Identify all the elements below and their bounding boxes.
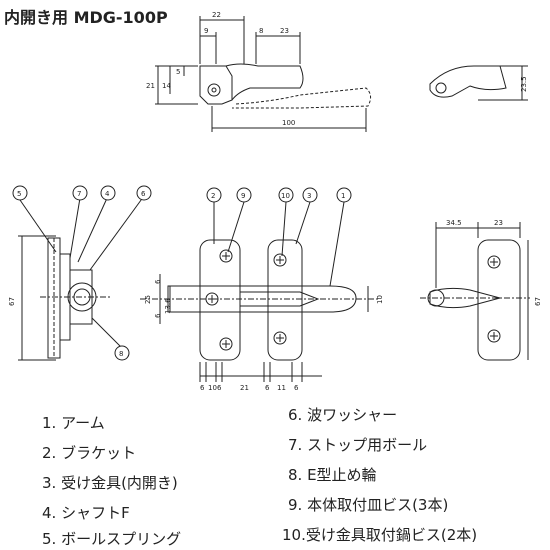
parts-list: 1. アーム 2. ブラケット 3. 受け金具(内開き) 4. シャフトF 5.… xyxy=(0,400,550,550)
main-front-view: 6 25 6 13.6 10 6 10 6 21 6 11 6 2 9 10 xyxy=(140,187,384,392)
technical-drawing: 22 9 8 23 5 14 21 100 23.5 67 xyxy=(8,11,542,392)
right-front-view: 34.5 23 67 xyxy=(420,219,542,361)
callout-10: 10 xyxy=(281,192,290,200)
top-side-view: 22 9 8 23 5 14 21 100 xyxy=(146,11,372,132)
part-10: 10.受け金具取付鍋ビス(2本) xyxy=(282,526,478,544)
dim-bottom-1: 6 xyxy=(200,384,205,392)
dim-bottom-4: 21 xyxy=(240,384,249,392)
dim-9: 9 xyxy=(204,27,208,35)
part-5: 5. ボールスプリング xyxy=(42,530,182,548)
dim-bottom-7: 6 xyxy=(294,384,299,392)
dim-23: 23 xyxy=(280,27,289,35)
dim-bottom-2: 10 xyxy=(208,384,217,392)
dim-23-5: 23.5 xyxy=(520,76,528,92)
top-right-view: 23.5 xyxy=(429,65,528,101)
callout-1: 1 xyxy=(341,192,345,200)
callout-3: 3 xyxy=(307,192,311,200)
callout-8: 8 xyxy=(119,350,123,358)
callout-5: 5 xyxy=(17,190,21,198)
dim-67-right: 67 xyxy=(534,297,542,306)
dim-6-top: 6 xyxy=(154,279,162,284)
dim-10-right: 10 xyxy=(376,295,384,304)
dim-67-left: 67 xyxy=(8,297,16,306)
dim-22: 22 xyxy=(212,11,221,19)
part-7: 7. ストップ用ボール xyxy=(288,436,428,454)
dim-bottom-5: 6 xyxy=(265,384,270,392)
dim-25: 25 xyxy=(144,295,152,304)
part-8: 8. E型止め輪 xyxy=(288,466,377,484)
dim-8: 8 xyxy=(259,27,263,35)
callout-6: 6 xyxy=(141,190,146,198)
dim-5: 5 xyxy=(176,68,180,76)
dim-21: 21 xyxy=(146,82,155,90)
callout-4: 4 xyxy=(105,190,110,198)
dim-34-5: 34.5 xyxy=(446,219,462,227)
callout-9: 9 xyxy=(241,192,245,200)
part-4: 4. シャフトF xyxy=(42,504,130,522)
part-2: 2. ブラケット xyxy=(42,444,137,462)
part-3: 3. 受け金具(内開き) xyxy=(42,474,178,492)
dim-23-right: 23 xyxy=(494,219,503,227)
dim-bottom-6: 11 xyxy=(277,384,286,392)
dim-13-6: 13.6 xyxy=(164,298,172,314)
callout-2: 2 xyxy=(211,192,215,200)
part-9: 9. 本体取付皿ビス(3本) xyxy=(288,496,449,514)
part-6: 6. 波ワッシャー xyxy=(288,406,398,424)
dim-6-low: 6 xyxy=(154,313,162,318)
callout-7: 7 xyxy=(77,190,81,198)
page-title: 内開き用 MDG-100P xyxy=(4,8,168,27)
dim-100: 100 xyxy=(282,119,295,127)
part-1: 1. アーム xyxy=(42,414,105,432)
left-section-view: 67 5 7 4 6 8 xyxy=(8,185,152,361)
dim-14: 14 xyxy=(162,82,171,90)
dim-bottom-3: 6 xyxy=(217,384,222,392)
